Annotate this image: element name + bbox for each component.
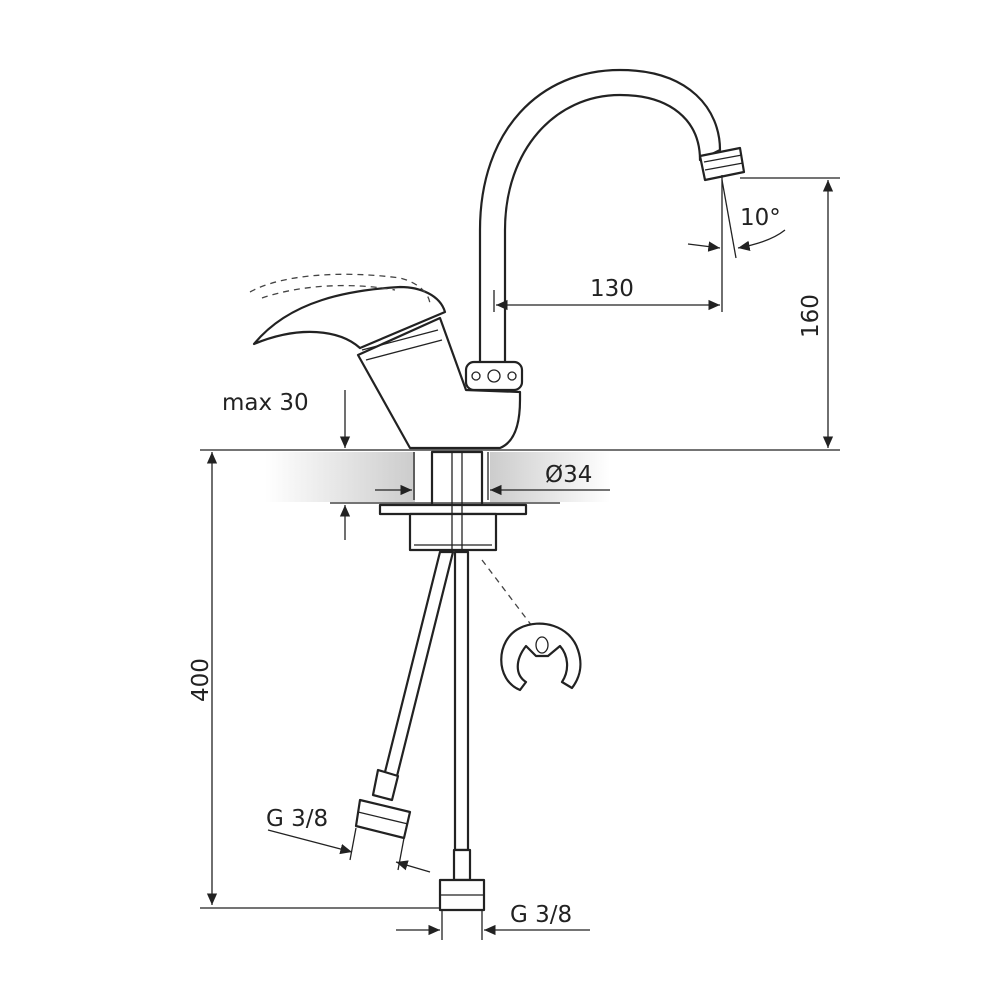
label-hole-diameter: Ø34 (545, 462, 592, 488)
label-spout-reach: 130 (590, 276, 634, 302)
label-hose-length: 400 (188, 658, 214, 702)
lever-handle (249, 273, 447, 350)
label-hose-thread-left: G 3/8 (266, 806, 328, 832)
label-spout-angle: 10° (740, 205, 781, 231)
mixer-body (356, 316, 522, 450)
spout (464, 68, 746, 392)
label-spout-height: 160 (798, 294, 824, 338)
label-hose-thread-right: G 3/8 (510, 902, 572, 928)
mounting-assembly (378, 450, 528, 552)
retaining-clip (481, 559, 582, 692)
countertop-section (200, 449, 840, 502)
left-hose-nut (354, 798, 412, 840)
spout-nut (464, 360, 524, 392)
label-max-deck-thickness: max 30 (222, 390, 309, 416)
supply-hoses (354, 550, 486, 912)
dimension-lines (200, 175, 840, 940)
